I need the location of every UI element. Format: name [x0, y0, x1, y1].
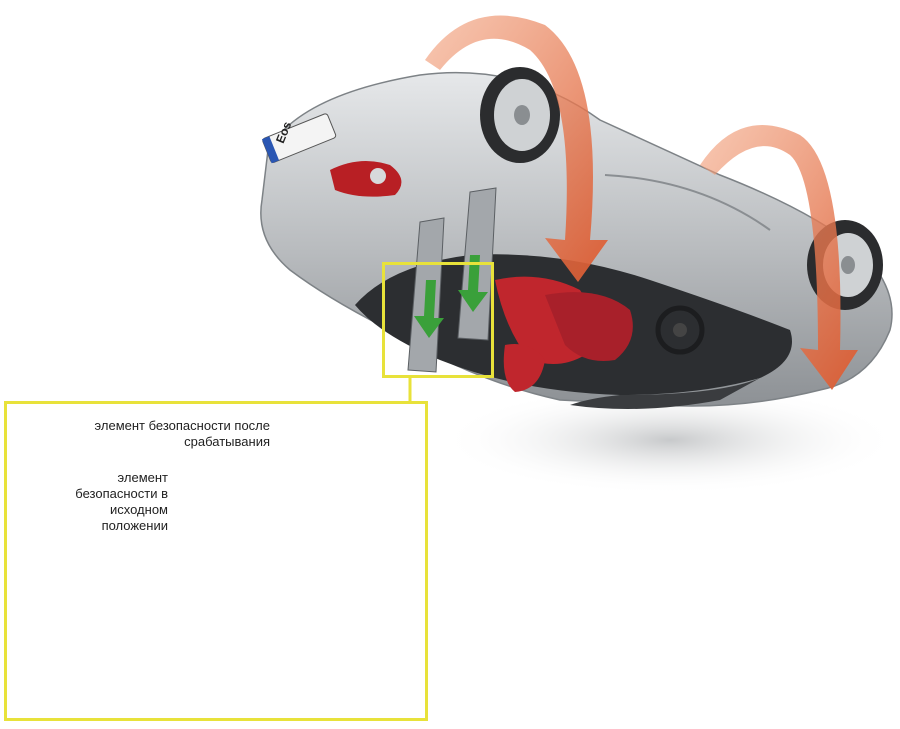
deploy-arrow-icon: [414, 255, 488, 338]
car-shadow: [440, 385, 900, 495]
rotation-arrow-icon: [425, 15, 858, 390]
highlight-frame: [382, 262, 494, 378]
detail-callout-frame: [4, 401, 428, 721]
label-after-activation: элемент безопасности после срабатывания: [94, 418, 270, 449]
label-initial-position: элемент безопасности в исходном положени…: [75, 470, 168, 533]
